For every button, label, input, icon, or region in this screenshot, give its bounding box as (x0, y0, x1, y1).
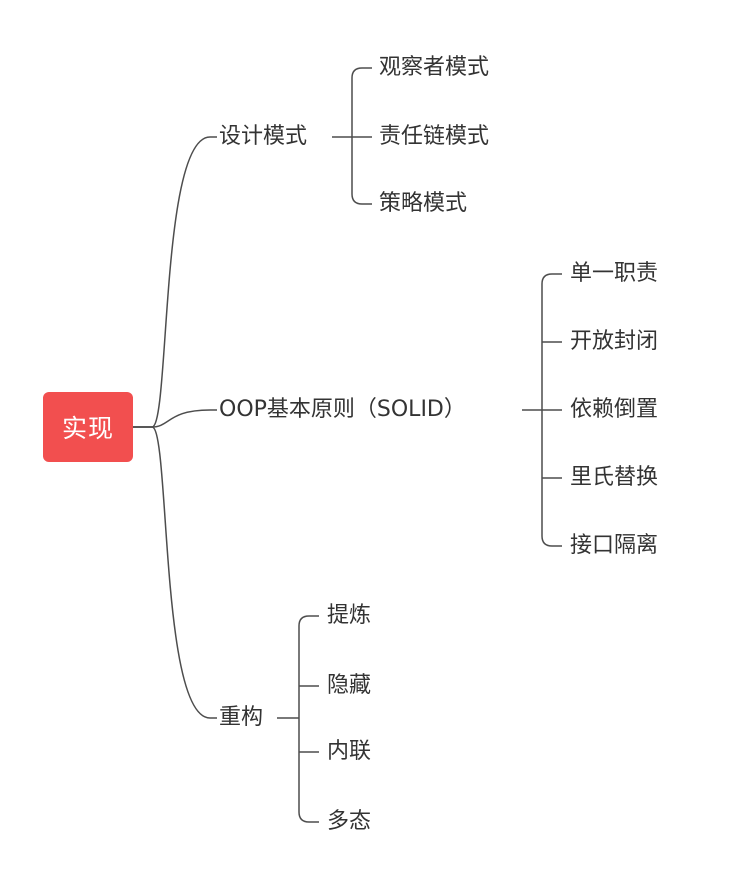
node-inline[interactable]: 内联 (327, 739, 372, 764)
node-liskov-substitution[interactable]: 里氏替换 (570, 465, 659, 490)
connector-design-bracket (351, 67, 372, 205)
root-node[interactable]: 实现 (43, 392, 133, 462)
branch-design-patterns[interactable]: 设计模式 (219, 124, 308, 149)
connector-refactor-bracket (298, 615, 319, 823)
connector-oop-bracket (541, 273, 562, 547)
node-observer[interactable]: 观察者模式 (379, 55, 490, 80)
node-chain-of-responsibility[interactable]: 责任链模式 (379, 124, 490, 149)
node-interface-segregation[interactable]: 接口隔离 (570, 533, 659, 558)
connector-root-oop (133, 409, 217, 428)
node-hide[interactable]: 隐藏 (327, 673, 372, 698)
node-open-closed[interactable]: 开放封闭 (570, 329, 659, 354)
node-extract[interactable]: 提炼 (327, 603, 372, 628)
branch-refactoring[interactable]: 重构 (219, 705, 264, 730)
node-single-responsibility[interactable]: 单一职责 (570, 261, 659, 286)
node-strategy[interactable]: 策略模式 (379, 191, 468, 216)
node-dependency-inversion[interactable]: 依赖倒置 (570, 397, 659, 422)
connector-root-refactor (133, 426, 217, 719)
node-polymorphism[interactable]: 多态 (327, 809, 372, 834)
connector-root-design (133, 136, 217, 428)
branch-oop-principles[interactable]: OOP基本原则（SOLID） (219, 397, 466, 422)
